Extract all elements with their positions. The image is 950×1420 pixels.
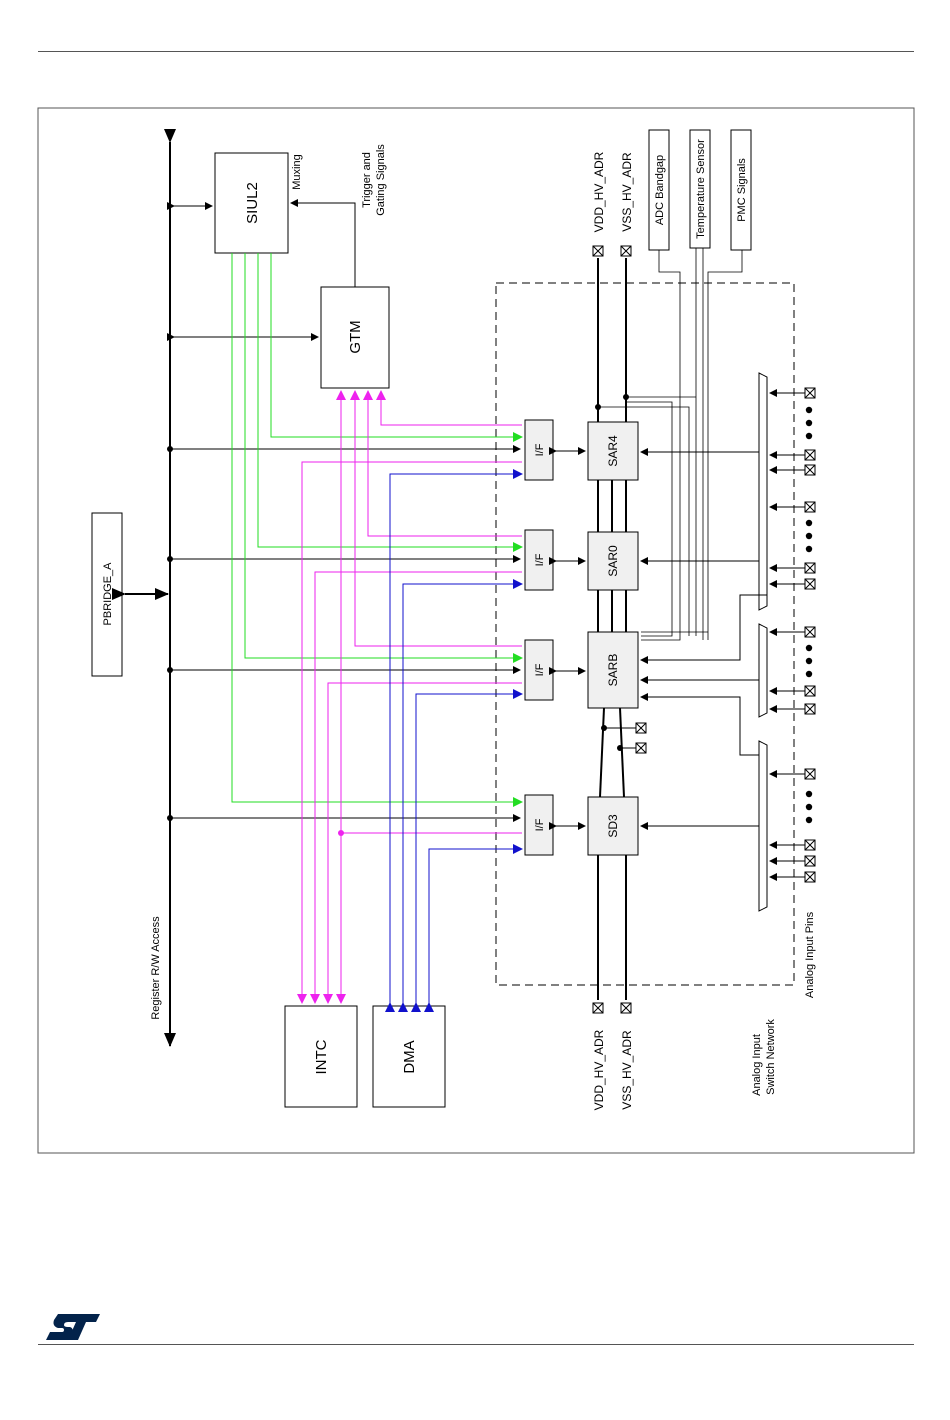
dma-label: DMA — [401, 1040, 418, 1073]
vdd-top-pin — [593, 246, 603, 256]
trigger-gating-line — [291, 203, 355, 287]
vdd-bottom-label: VDD_HV_ADR — [592, 1029, 606, 1110]
interface-converter-links — [556, 451, 585, 826]
sar4-label: SAR4 — [606, 435, 620, 467]
vdd-bottom-pin — [593, 1003, 603, 1013]
sar0-label: SAR0 — [606, 545, 620, 577]
sd3-label: SD3 — [606, 814, 620, 838]
converter-link-lines — [598, 258, 626, 1000]
switch-network-label-2: Switch Network — [765, 1019, 777, 1095]
gtm-return-lines — [341, 391, 522, 833]
gtm-label: GTM — [347, 320, 364, 353]
pmc-signals-label: PMC Signals — [736, 158, 748, 222]
sarb-vss-pin — [636, 743, 646, 753]
analog-pin-lines — [770, 393, 805, 877]
intc-label: INTC — [313, 1039, 330, 1074]
vdd-top-label: VDD_HV_ADR — [592, 151, 606, 232]
interface-label-sar4: I/F — [534, 443, 546, 456]
dma-lines — [390, 474, 522, 1003]
interface-label-sd3: I/F — [534, 818, 546, 831]
vss-top-pin — [621, 246, 631, 256]
interface-blocks — [525, 420, 553, 855]
trigger-label-1: Trigger and — [361, 152, 373, 208]
pbridge-label: PBRIDGE_A — [102, 562, 114, 626]
interface-label-sar0: I/F — [534, 553, 546, 566]
register-access-label: Register R/W Access — [150, 916, 162, 1020]
switch-network-label-1: Analog Input — [751, 1034, 763, 1096]
trigger-label-2: Gating Signals — [375, 144, 387, 216]
adc-bandgap-label: ADC Bandgap — [654, 155, 666, 225]
st-logo-icon — [44, 1310, 102, 1344]
analog-switch-networks — [759, 373, 767, 911]
temp-sensor-label: Temperature Sensor — [695, 139, 707, 239]
vss-bottom-pin — [621, 1003, 631, 1013]
vss-bottom-label: VSS_HV_ADR — [620, 1030, 634, 1110]
muxing-label: Muxing — [291, 154, 303, 189]
bus-to-interface-lines — [170, 449, 520, 818]
siul2-label: SIUL2 — [244, 182, 261, 224]
sarb-vdd-pin — [636, 723, 646, 733]
adc-domain-boundary — [496, 283, 794, 985]
interrupt-lines — [302, 462, 522, 1003]
vss-top-label: VSS_HV_ADR — [620, 152, 634, 232]
analog-input-pins-label: Analog Input Pins — [804, 911, 816, 998]
switch-to-converter-lines — [641, 452, 767, 826]
interface-label-sarb: I/F — [534, 663, 546, 676]
sarb-label: SARB — [606, 654, 620, 687]
